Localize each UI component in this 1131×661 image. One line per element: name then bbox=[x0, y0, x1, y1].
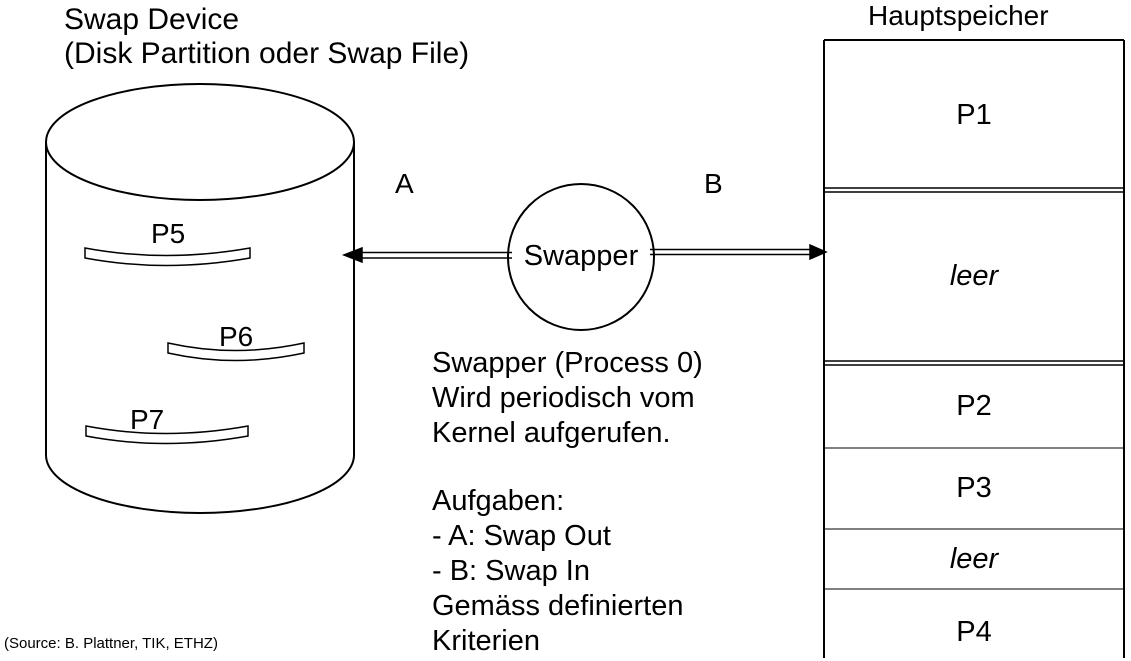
arrow-b-swap-in bbox=[650, 243, 828, 261]
disk-track-p7 bbox=[85, 425, 249, 445]
memory-slot-p4: P4 bbox=[956, 615, 992, 648]
swap-device-title-line1: Swap Device bbox=[64, 3, 240, 36]
swap-device-title-line2: (Disk Partition oder Swap File) bbox=[64, 37, 470, 70]
memory-slot-p1: P1 bbox=[956, 98, 992, 131]
description-line: Aufgaben: bbox=[432, 485, 565, 517]
swapper-description: Swapper (Process 0) Wird periodisch vom … bbox=[432, 346, 703, 659]
description-line: Wird periodisch vom bbox=[432, 382, 695, 414]
memory-slot-p3: P3 bbox=[956, 472, 992, 504]
main-memory-title: Hauptspeicher bbox=[868, 0, 1049, 31]
memory-slot-p2: P2 bbox=[956, 390, 992, 422]
disk-process-p7: P7 bbox=[130, 404, 165, 435]
description-line: Kernel aufgerufen. bbox=[432, 417, 671, 449]
disk-track-p5 bbox=[84, 247, 251, 267]
swapper-label: Swapper bbox=[523, 240, 639, 272]
description-line: Kriterien bbox=[432, 625, 540, 657]
arrow-a-label: A bbox=[395, 168, 414, 199]
main-memory-column bbox=[823, 39, 1125, 658]
disk-track-p6 bbox=[167, 342, 305, 362]
disk-process-p6: P6 bbox=[219, 321, 254, 352]
swapper-circle bbox=[507, 183, 655, 331]
memory-slot-free-2: leer bbox=[949, 542, 999, 575]
description-line: - A: Swap Out bbox=[432, 520, 611, 552]
arrow-b-label: B bbox=[704, 168, 723, 199]
arrow-a-swap-out bbox=[341, 246, 512, 264]
source-note: (Source: B. Plattner, TIK, ETHZ) bbox=[4, 635, 218, 652]
description-line: Gemäss definierten bbox=[432, 590, 684, 622]
disk-process-p5: P5 bbox=[151, 218, 186, 249]
swap-device-title: Swap Device (Disk Partition oder Swap Fi… bbox=[64, 3, 469, 71]
description-line: Swapper (Process 0) bbox=[432, 347, 703, 379]
description-line: - B: Swap In bbox=[432, 555, 590, 587]
memory-slot-free-1: leer bbox=[949, 260, 999, 292]
swap-device-cylinder bbox=[45, 83, 355, 514]
